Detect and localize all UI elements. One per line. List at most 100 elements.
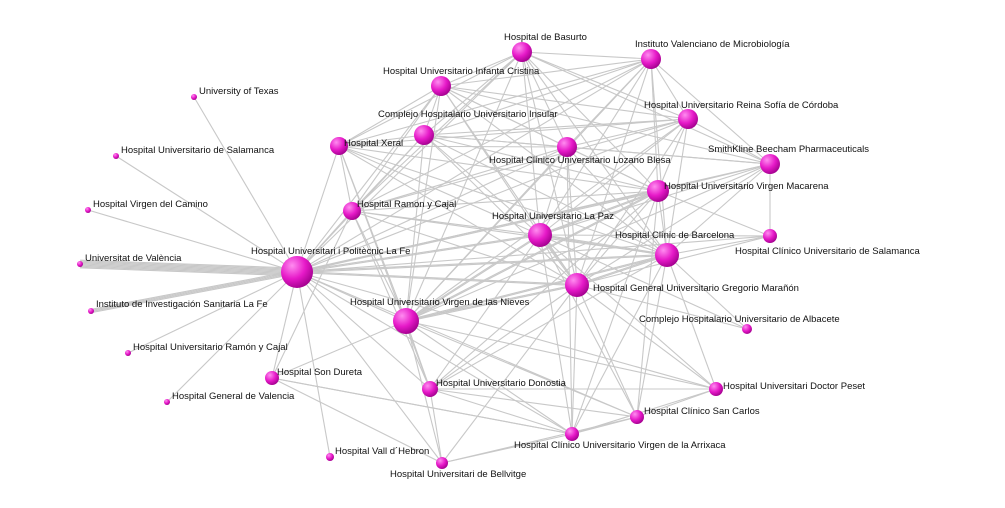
edge-clinic-peset: [666, 254, 717, 390]
edge-laPaz-arrixaca: [539, 234, 573, 435]
node-salamanca[interactable]: [113, 153, 119, 159]
edge-fe-valencia: [80, 261, 298, 271]
edge-fe-valencia: [80, 259, 298, 269]
node-sonDureta[interactable]: [265, 371, 279, 385]
node-macarena[interactable]: [647, 180, 669, 202]
node-label-valencia: Universitat de València: [85, 253, 182, 264]
edge-maranon-nieves: [406, 285, 578, 323]
edge-donostia-arrixaca: [429, 388, 573, 435]
node-label-peset: Hospital Universitari Doctor Peset: [723, 381, 865, 392]
node-arrixaca[interactable]: [565, 427, 579, 441]
edge-fe-smith: [296, 163, 771, 273]
edge-maranon-clinic: [577, 254, 668, 287]
node-label-nieves: Hospital Universitario Virgen de las Nie…: [350, 297, 530, 308]
edge-reina-xeral: [338, 118, 689, 147]
node-sanCarlos[interactable]: [630, 410, 644, 424]
edge-fe-valencia: [79, 267, 297, 277]
edge-clinic-arrixaca: [571, 254, 668, 435]
node-camino[interactable]: [85, 207, 91, 213]
node-bellvitge[interactable]: [436, 457, 448, 469]
node-laPaz[interactable]: [528, 223, 552, 247]
edge-laPaz-lozano: [539, 146, 568, 236]
edge-nieves-arrixaca: [405, 320, 573, 435]
node-ryc[interactable]: [343, 202, 361, 220]
edge-fe-valencia: [80, 260, 298, 270]
edge-nieves-insular: [405, 134, 425, 322]
node-lozano[interactable]: [557, 137, 577, 157]
edge-fe-laPaz: [297, 234, 541, 274]
node-salClinico[interactable]: [763, 229, 777, 243]
node-nieves[interactable]: [393, 308, 419, 334]
node-texas[interactable]: [191, 94, 197, 100]
edge-fe-xeral: [296, 145, 340, 273]
edge-fe-sonDureta: [271, 271, 298, 379]
edge-nieves-clinic: [405, 255, 668, 323]
node-label-maranon: Hospital General Universitario Gregorio …: [593, 283, 799, 294]
node-label-smith: SmithKline Beecham Pharmaceuticals: [708, 144, 869, 155]
edge-laPaz-insular: [423, 134, 541, 236]
edge-maranon-basurto: [521, 51, 578, 286]
edge-fe-camino: [87, 209, 298, 273]
edge-fe-valencia: [80, 262, 298, 273]
node-smith[interactable]: [760, 154, 780, 174]
node-reina[interactable]: [678, 109, 698, 129]
edge-nieves-smith: [405, 163, 771, 322]
edge-basurto-infanta: [440, 51, 523, 87]
node-donostia[interactable]: [422, 381, 438, 397]
edge-clinic-xeral: [338, 145, 668, 256]
edge-fe-clinic: [296, 255, 668, 274]
node-label-bellvitge: Hospital Universitari de Bellvitge: [390, 469, 526, 480]
edge-clinic-smith: [666, 163, 771, 256]
node-label-infanta: Hospital Universitario Infanta Cristina: [383, 66, 540, 77]
edge-macarena-ryc: [351, 190, 659, 212]
edge-fe-infanta: [296, 85, 442, 273]
node-xeral[interactable]: [330, 137, 348, 155]
node-clinic[interactable]: [655, 243, 679, 267]
edge-fe-salamanca: [115, 155, 298, 273]
edge-donostia-sanCarlos: [429, 388, 638, 418]
edge-fe-bellvitge: [296, 271, 443, 464]
labels-layer: Hospital Universitari i Politècnic La Fe…: [85, 32, 921, 480]
node-fe[interactable]: [281, 256, 313, 288]
edge-laPaz-macarena: [539, 190, 659, 237]
node-valencia[interactable]: [77, 261, 83, 267]
edge-lozano-xeral: [338, 145, 568, 148]
edge-fe-sanCarlos: [296, 271, 638, 418]
node-label-macarena: Hospital Universitario Virgen Macarena: [664, 181, 829, 192]
node-label-ryc: Hospital Ramon y Cajal: [357, 199, 456, 210]
edge-macarena-sanCarlos: [636, 190, 659, 418]
node-hurc[interactable]: [125, 350, 131, 356]
edge-microbio-xeral: [338, 58, 652, 147]
edge-infanta-reina: [440, 85, 689, 120]
node-label-camino: Hospital Virgen del Camino: [93, 199, 208, 210]
node-label-sanCarlos: Hospital Clínico San Carlos: [644, 406, 760, 417]
node-albacete[interactable]: [742, 324, 752, 334]
node-peset[interactable]: [709, 382, 723, 396]
node-infanta[interactable]: [431, 76, 451, 96]
node-microbio[interactable]: [641, 49, 661, 69]
node-maranon[interactable]: [565, 273, 589, 297]
node-vallHebron[interactable]: [326, 453, 334, 461]
edge-basurto-reina: [521, 51, 689, 120]
edge-fe-valencia: [79, 263, 297, 274]
edge-clinic-microbio: [650, 58, 668, 256]
node-iislafe[interactable]: [88, 308, 94, 314]
edge-fe-hurc: [127, 271, 298, 354]
edge-lozano-reina: [566, 118, 689, 148]
edge-fe-maranon: [297, 270, 578, 286]
edge-nieves-macarena: [406, 190, 659, 322]
edges-layer: [79, 51, 771, 464]
node-insular[interactable]: [414, 125, 434, 145]
node-basurto[interactable]: [512, 42, 532, 62]
edge-maranon-sanCarlos: [576, 284, 638, 418]
edge-insular-xeral: [338, 134, 425, 147]
edge-macarena-insular: [423, 134, 659, 192]
edge-clinic-ryc: [351, 210, 668, 256]
node-label-fe: Hospital Universitari i Politècnic La Fe: [251, 246, 410, 257]
edge-macarena-arrixaca: [571, 190, 659, 435]
node-hgv[interactable]: [164, 399, 170, 405]
node-label-iislafe: Instituto de Investigación Sanitaria La …: [96, 299, 268, 310]
edge-ryc-donostia: [351, 210, 431, 390]
edge-maranon-xeral: [338, 145, 578, 286]
edge-maranon-arrixaca: [571, 284, 578, 435]
